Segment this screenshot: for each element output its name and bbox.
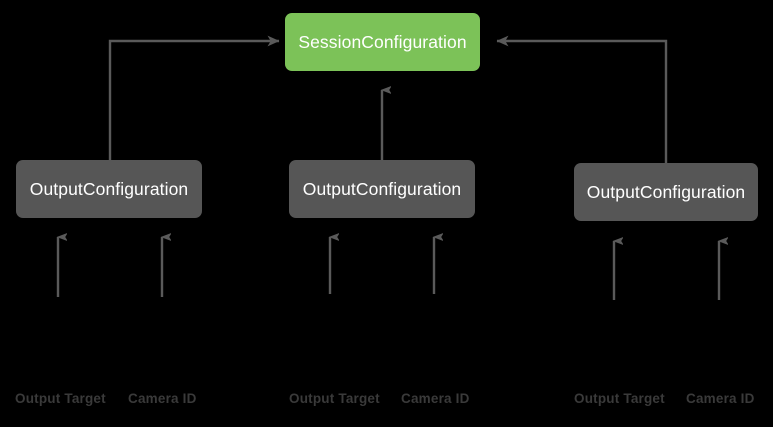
node-output-configuration-1-label: OutputConfiguration <box>29 178 189 199</box>
node-output-configuration-1[interactable]: OutputConfiguration <box>16 160 202 218</box>
node-session-configuration-label: SessionConfiguration <box>298 31 467 52</box>
edge-right-output-to-session <box>496 35 668 163</box>
leaf-output-target-1: Output Target <box>15 391 106 406</box>
leaf-camera-id-3: Camera ID <box>686 391 755 406</box>
node-output-configuration-2-label: OutputConfiguration <box>302 178 462 199</box>
leaf-output-target-3: Output Target <box>574 391 665 406</box>
node-output-configuration-3-label: OutputConfiguration <box>586 181 746 202</box>
edge-left-output-to-session <box>108 35 280 160</box>
leaf-camera-id-1: Camera ID <box>128 391 197 406</box>
leaf-output-target-2: Output Target <box>289 391 380 406</box>
node-output-configuration-2[interactable]: OutputConfiguration <box>289 160 475 218</box>
node-output-configuration-3[interactable]: OutputConfiguration <box>574 163 758 221</box>
leaf-camera-id-2: Camera ID <box>401 391 470 406</box>
node-session-configuration[interactable]: SessionConfiguration <box>285 13 480 71</box>
